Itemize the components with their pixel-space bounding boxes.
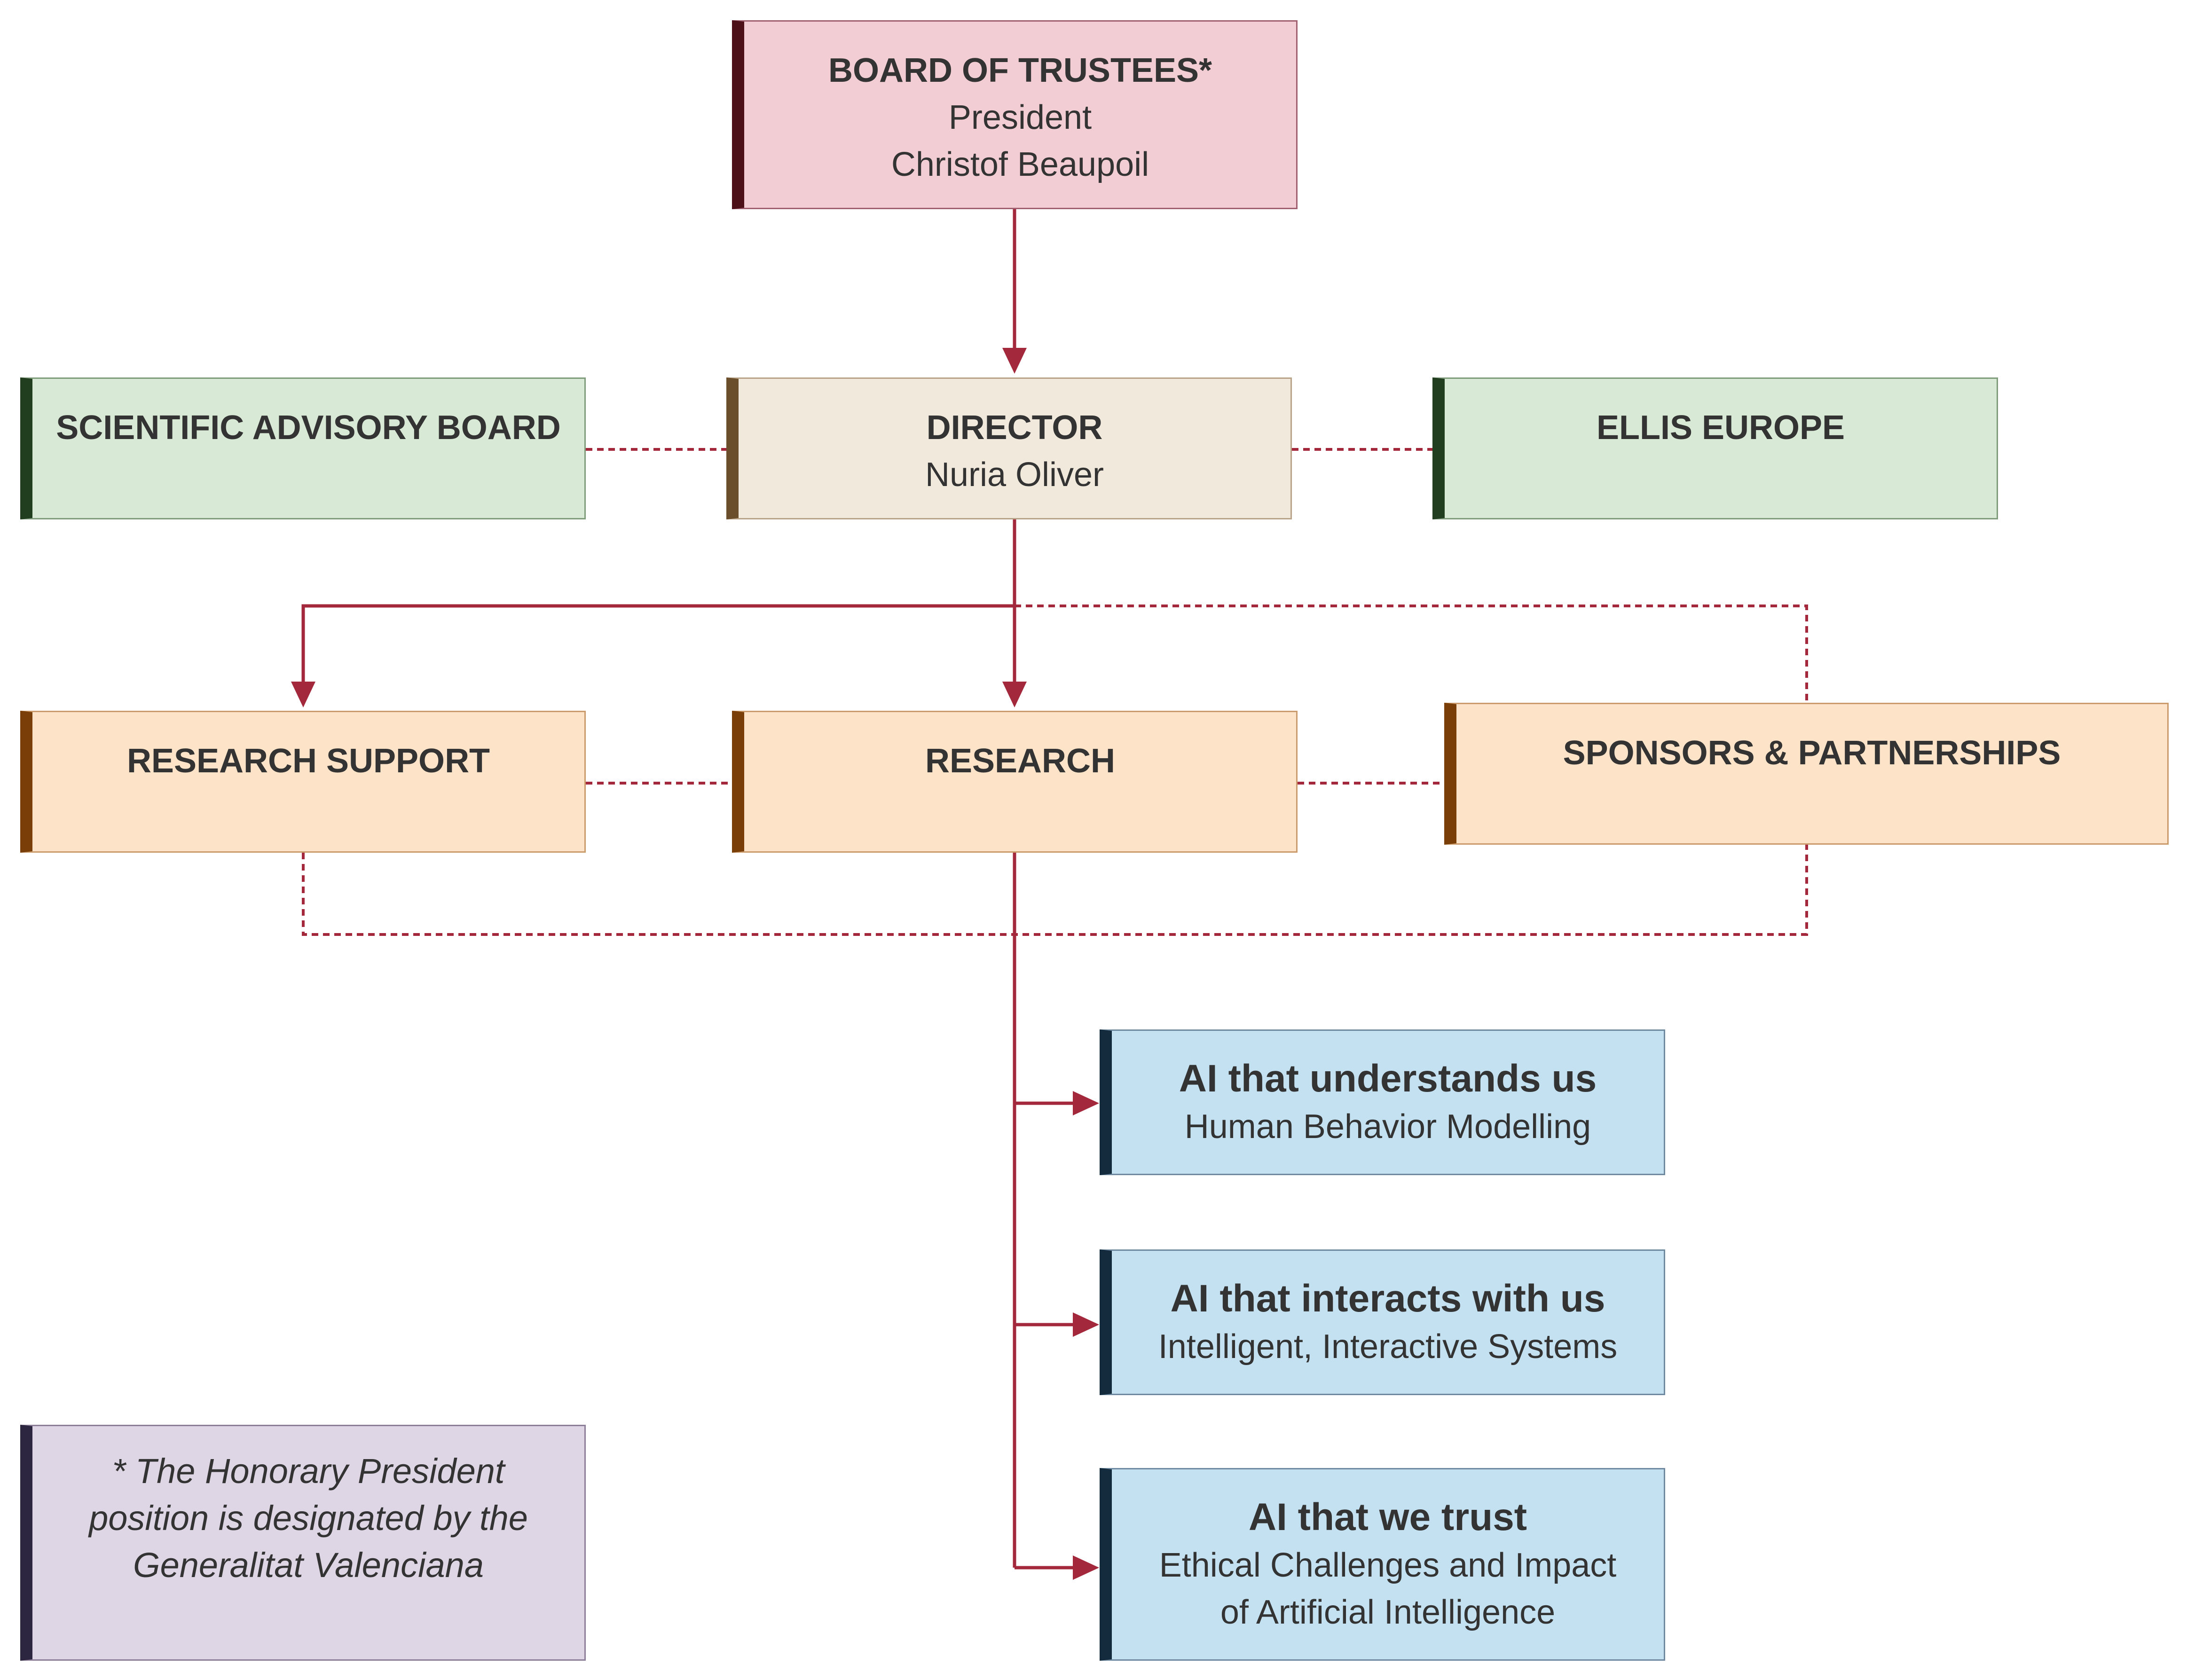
research-area-subtitle-line-2: of Artificial Intelligence: [1220, 1594, 1556, 1631]
research-title: RESEARCH: [925, 742, 1116, 780]
director-box: DIRECTOR Nuria Oliver: [726, 377, 1292, 519]
research-area-title: AI that interacts with us: [1170, 1277, 1605, 1320]
research-area-arrowhead-1: [1073, 1091, 1099, 1115]
research-support-arrowhead: [291, 682, 315, 707]
research-area-title: AI that we trust: [1248, 1496, 1527, 1539]
branch-to-research-support-connector: [301, 604, 1015, 682]
board-title: BOARD OF TRUSTEES*: [828, 52, 1212, 89]
research-area-subtitle-line-1: Ethical Challenges and Impact: [1159, 1547, 1617, 1584]
sponsors-partnerships-box: SPONSORS & PARTNERSHIPS: [1444, 703, 2169, 845]
research-area-subtitle: Human Behavior Modelling: [1184, 1108, 1591, 1146]
ellis-europe-box: ELLIS EUROPE: [1432, 377, 1998, 519]
note-line-3: Generalitat Valenciana: [133, 1546, 484, 1585]
research-area-understands-us-box: AI that understands us Human Behavior Mo…: [1100, 1029, 1665, 1175]
board-to-director-arrowhead: [1002, 348, 1027, 374]
connector-group: [291, 209, 1808, 1580]
research-area-arrowhead-3: [1073, 1555, 1099, 1580]
research-support-title: RESEARCH SUPPORT: [126, 742, 490, 780]
note-line-1: * The Honorary President: [112, 1452, 505, 1491]
director-person: Nuria Oliver: [925, 456, 1104, 494]
scientific-advisory-board-box: SCIENTIFIC ADVISORY BOARD: [20, 377, 586, 519]
honorary-president-note-box: * The Honorary President position is des…: [20, 1425, 586, 1661]
director-title: DIRECTOR: [926, 409, 1103, 447]
board-of-trustees-box: BOARD OF TRUSTEES* President Christof Be…: [732, 20, 1298, 209]
research-area-title: AI that understands us: [1179, 1057, 1597, 1100]
research-area-interacts-with-us-box: AI that interacts with us Intelligent, I…: [1100, 1249, 1665, 1395]
note-line-2: position is designated by the: [89, 1499, 528, 1538]
advisory-title: SCIENTIFIC ADVISORY BOARD: [56, 409, 561, 447]
sponsors-title: SPONSORS & PARTNERSHIPS: [1563, 734, 2061, 772]
research-support-box: RESEARCH SUPPORT: [20, 711, 586, 853]
ellis-title: ELLIS EUROPE: [1596, 409, 1845, 447]
research-area-subtitle: Intelligent, Interactive Systems: [1158, 1328, 1618, 1366]
director-to-research-arrowhead: [1002, 682, 1027, 707]
research-area-arrowhead-2: [1073, 1312, 1099, 1337]
support-sponsors-bottom-dotted-link: [302, 845, 1808, 936]
board-person: Christof Beaupoil: [891, 146, 1149, 183]
board-role: President: [948, 99, 1092, 136]
branch-to-sponsors-dotted-link: [1015, 604, 1808, 703]
research-area-we-trust-box: AI that we trust Ethical Challenges and …: [1100, 1468, 1665, 1661]
research-box: RESEARCH: [732, 711, 1298, 853]
